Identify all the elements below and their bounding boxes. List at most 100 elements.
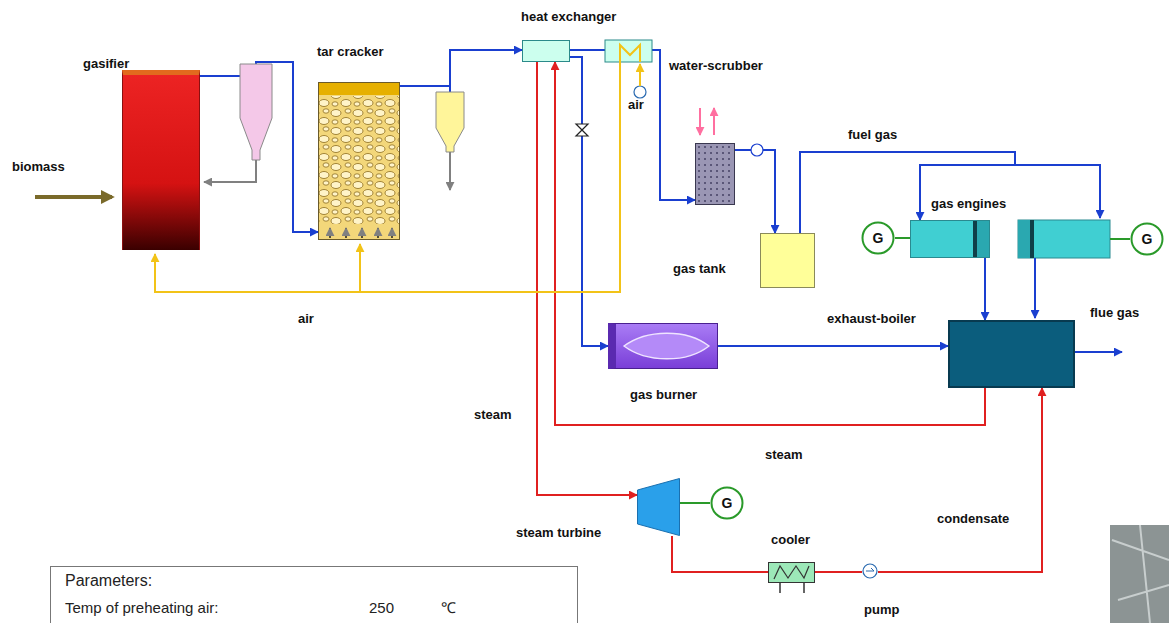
cracker-bed	[318, 82, 400, 240]
component-label: water-scrubber	[669, 59, 763, 74]
generator-circle	[863, 223, 894, 254]
air-nozzles	[330, 228, 392, 238]
gas-pipe	[200, 62, 318, 232]
parameter-text: Parameters:	[65, 572, 152, 590]
cyclone	[436, 92, 464, 152]
valve-symbol	[576, 124, 588, 136]
shape-outline	[769, 563, 814, 582]
shape-outline	[637, 478, 680, 536]
generator-circle	[1132, 224, 1163, 255]
gas-pipe	[735, 150, 775, 233]
component-label: gas burner	[630, 388, 697, 403]
component-label: pump	[864, 603, 899, 618]
air-coil	[620, 45, 640, 62]
flue-gas-arrow	[1075, 351, 1122, 353]
generator-letter: G	[722, 495, 733, 511]
generator-symbol: G	[861, 221, 895, 255]
feed-arrow	[35, 195, 112, 199]
stream-label: condensate	[937, 512, 1009, 527]
heat-exchanger-box: heat exchanger	[522, 40, 570, 62]
gas-engine	[1018, 220, 1110, 258]
nozzle-arrow	[377, 228, 379, 238]
gas-pipe	[400, 50, 522, 86]
steam-pipe	[815, 571, 862, 573]
stream-label: flue gas	[1090, 306, 1139, 321]
nozzle-arrow	[345, 228, 347, 238]
stream-label: air	[298, 312, 314, 327]
component-label: cooler	[771, 533, 810, 548]
compressor-symbol	[751, 144, 763, 156]
gas-tank: gas tank	[760, 233, 815, 288]
generator-symbol: G	[1130, 222, 1164, 256]
stream-label: steam	[765, 448, 803, 463]
shaft-line	[895, 237, 910, 239]
gas-engine: gas engines	[910, 220, 990, 258]
engine-head	[1018, 220, 1030, 258]
component-label: gas engines	[931, 197, 1006, 212]
engine-divider	[1030, 220, 1034, 258]
component-label: gasifier	[83, 57, 129, 72]
gasifier-vessel: gasifier	[122, 70, 200, 250]
generator-symbol: G	[710, 486, 744, 520]
cooler: cooler	[768, 562, 815, 583]
gas-pipe	[570, 57, 608, 346]
cracker-top-band	[318, 82, 400, 95]
component-label: gas tank	[673, 262, 726, 277]
nozzle-arrow	[361, 228, 363, 238]
hot-air-line	[155, 62, 620, 292]
pump-circle	[863, 564, 877, 578]
component-label: exhaust-boiler	[827, 312, 916, 327]
exhaust-boiler: exhaust-boiler	[948, 320, 1075, 388]
component-label: heat exchanger	[521, 10, 616, 25]
cracker-pebbles	[318, 96, 400, 224]
shape-outline	[616, 324, 717, 368]
gas-burner: gas burner	[608, 323, 718, 369]
stream-label: steam	[474, 408, 512, 423]
steam-turbine: steam turbine	[637, 478, 680, 536]
generator-letter: G	[873, 230, 884, 246]
shape-outline	[862, 563, 878, 579]
stream-label: biomass	[12, 160, 65, 175]
air-blower	[634, 86, 646, 98]
cyclone	[240, 64, 272, 160]
shaft-line	[680, 502, 710, 504]
nozzle-arrow	[391, 228, 393, 238]
tar-cracker-vessel: tar cracker	[318, 82, 400, 240]
air-preheater-box	[605, 40, 652, 62]
nozzle-arrow	[329, 228, 331, 238]
gas-pipe	[984, 258, 986, 320]
generator-letter: G	[1142, 231, 1153, 247]
component-label: tar cracker	[317, 45, 384, 60]
cooler-pipe	[779, 583, 781, 593]
cooler-pipe	[803, 583, 805, 593]
dust-return-line	[204, 160, 256, 182]
cooler-coil	[774, 566, 809, 579]
stream-label: air	[628, 98, 644, 113]
hot-air-branch	[359, 244, 361, 292]
parameter-text: Temp of preheating air:	[65, 599, 218, 616]
exhaust-line	[1034, 258, 1036, 318]
component-label: steam turbine	[516, 526, 601, 541]
stream-label: fuel gas	[848, 128, 897, 143]
water-scrubber-column: water-scrubber	[695, 143, 735, 205]
steam-pipe	[672, 536, 768, 572]
photo-detail	[1112, 525, 1169, 623]
photo-fragment	[1110, 525, 1169, 623]
generator-shaft	[1110, 238, 1130, 240]
dust-outlet-line	[449, 152, 451, 190]
burner-flame	[624, 333, 709, 359]
steam-pipe	[878, 388, 1042, 572]
steam-pipe	[537, 62, 637, 495]
water-outlet-arrow	[713, 108, 715, 135]
gas-pipe	[718, 345, 948, 347]
parameter-text: ℃	[441, 599, 456, 616]
generator-circle	[712, 488, 743, 519]
parameters-panel: Parameters: Temp of preheating air: 250 ℃	[50, 566, 578, 623]
parameter-text: 250	[369, 599, 394, 616]
pump-symbol: pump	[862, 563, 878, 579]
fuel-gas-branch	[1015, 165, 1100, 218]
cyclone-inlet	[449, 86, 451, 92]
water-inlet-arrow	[699, 108, 701, 135]
turbine-outline	[638, 479, 680, 536]
